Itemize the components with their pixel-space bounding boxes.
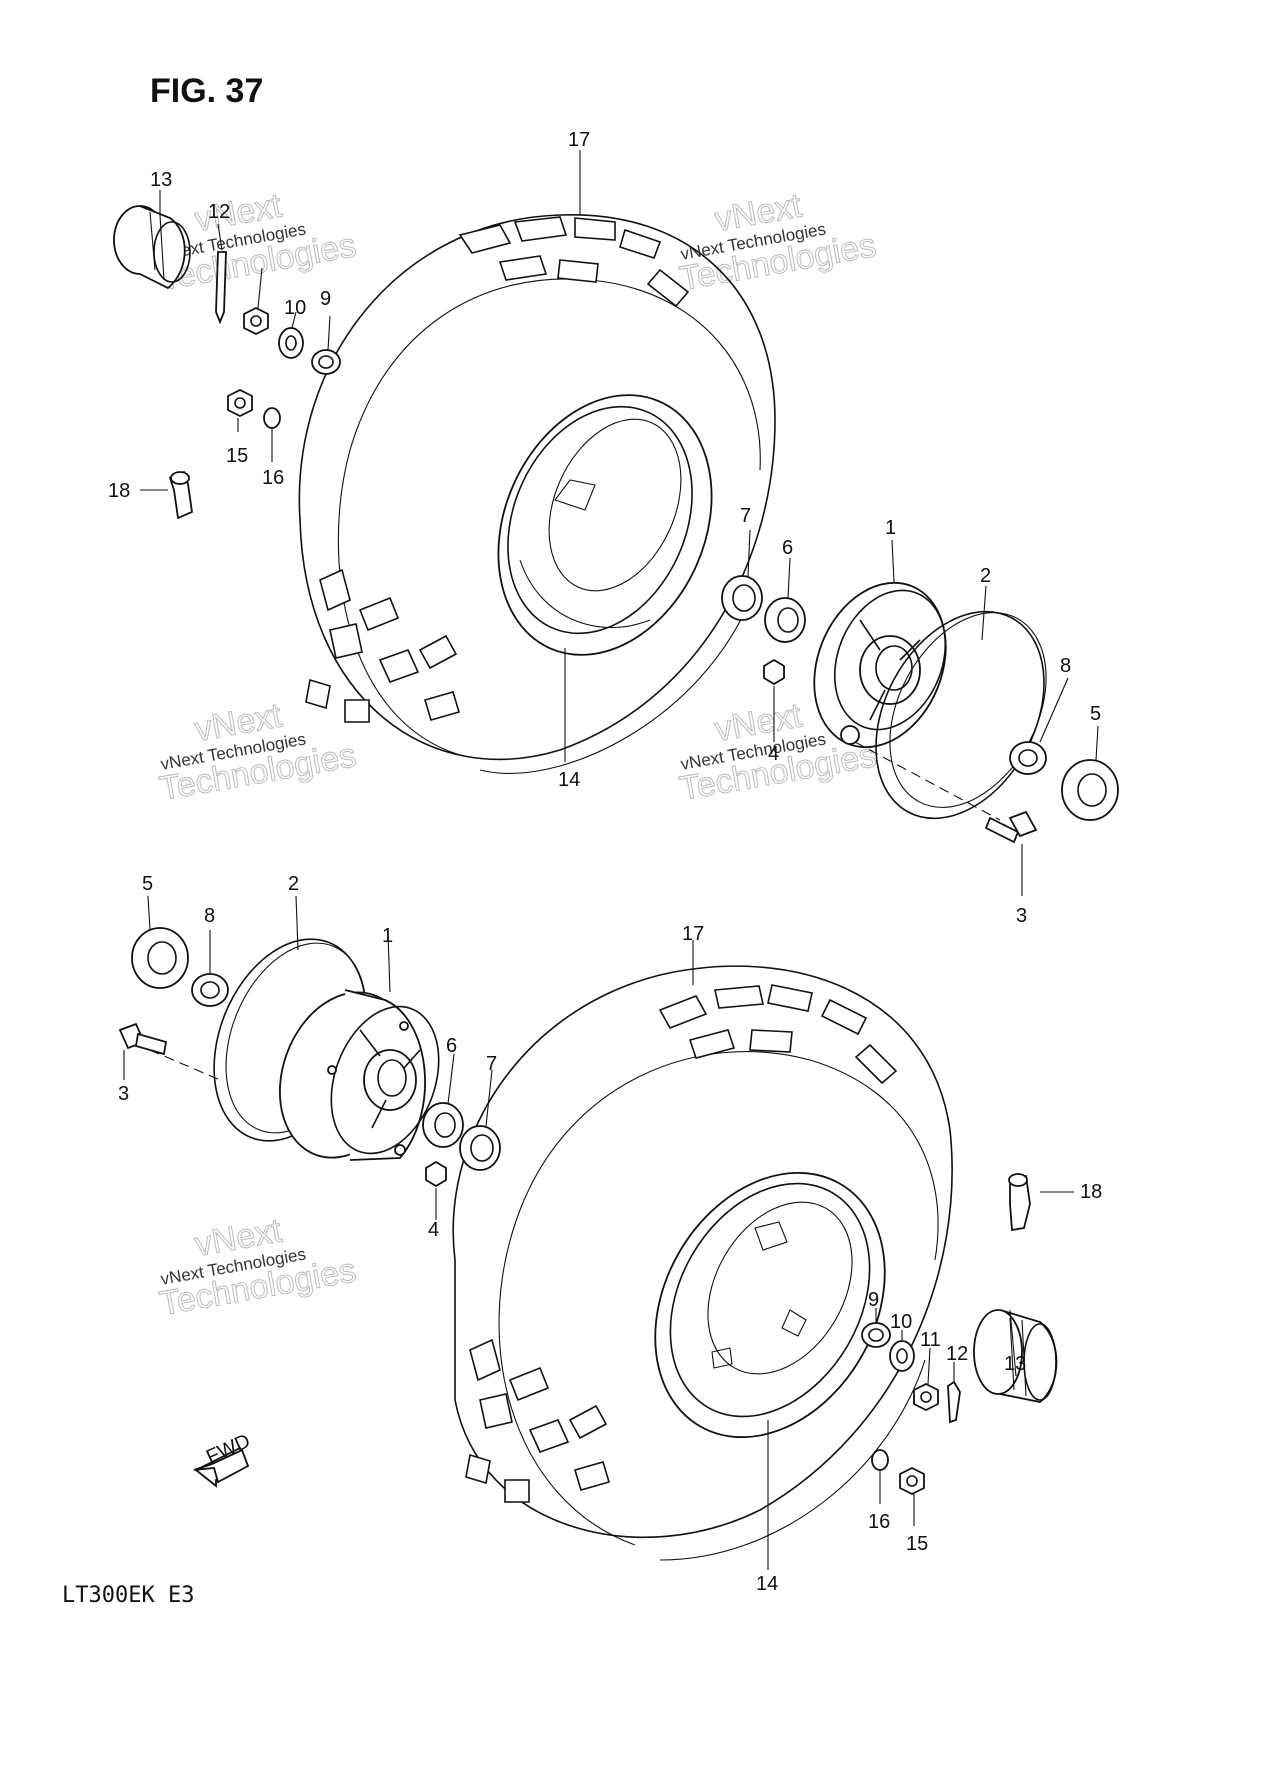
label-12: 12 [208, 201, 230, 223]
top-castle-nut [243, 306, 269, 336]
fwd-arrow: FWD [193, 1430, 254, 1488]
figure-title: FIG. 37 [150, 72, 263, 110]
model-code: LT300EK E3 [62, 1583, 194, 1608]
label-3: 3 [1016, 905, 1027, 927]
label-6: 6 [782, 537, 793, 559]
bottom-oil-seal [459, 1125, 501, 1171]
label-5: 5 [1090, 703, 1101, 725]
label-2: 2 [288, 873, 299, 895]
top-cotter-pin [215, 251, 227, 325]
label-14: 14 [558, 769, 580, 791]
watermark: vNext vNext Technologies Technologies [156, 1211, 359, 1324]
label-17: 17 [568, 129, 590, 151]
label-5: 5 [142, 873, 153, 895]
top-hub [813, 581, 947, 749]
top-hardware [113, 205, 1119, 844]
bottom-lock-washer [871, 1449, 889, 1471]
bottom-nut [899, 1466, 925, 1496]
top-oil-seal [721, 575, 763, 621]
bottom-cotter-pin [947, 1380, 961, 1424]
label-12: 12 [946, 1343, 968, 1365]
bottom-valve [1008, 1173, 1031, 1232]
label-6: 6 [446, 1035, 457, 1057]
label-14: 14 [756, 1573, 778, 1595]
top-labels: 17 13 12 10 9 15 16 18 7 6 1 2 8 5 4 14 … [108, 129, 1101, 927]
label-1: 1 [382, 925, 393, 947]
bottom-tire [452, 965, 953, 1561]
top-tire [298, 214, 776, 774]
top-bearing-inner [764, 597, 806, 643]
bottom-spacer [861, 1322, 891, 1348]
bottom-hub-nut [425, 1160, 447, 1188]
bottom-cap [973, 1309, 1058, 1403]
label-15: 15 [226, 445, 248, 467]
bottom-assembly: FWD 5 8 2 1 [118, 873, 1102, 1595]
top-washer [278, 327, 304, 359]
top-wheel-rim [497, 394, 713, 656]
label-13: 13 [1004, 1353, 1026, 1375]
label-18: 18 [108, 480, 130, 502]
label-8: 8 [1060, 655, 1071, 677]
label-7: 7 [486, 1053, 497, 1075]
top-valve [168, 470, 193, 520]
watermark: vNext vNext Technologies Technologies [676, 186, 879, 299]
label-7: 7 [740, 505, 751, 527]
label-11: 11 [920, 1329, 941, 1351]
bottom-spacer-8 [191, 973, 229, 1007]
bottom-castle-nut [913, 1382, 939, 1412]
top-nut [227, 388, 253, 418]
label-1: 1 [885, 517, 896, 539]
bottom-labels: 5 8 2 1 17 3 6 7 4 18 9 10 11 12 13 16 1… [118, 873, 1102, 1595]
label-9: 9 [320, 288, 331, 310]
top-leaders [140, 150, 1099, 896]
bottom-wheel-rim [654, 1171, 886, 1439]
top-cap [113, 205, 191, 290]
top-bearing-outer [1061, 759, 1119, 821]
label-15: 15 [906, 1533, 928, 1555]
label-16: 16 [262, 467, 284, 489]
top-assembly: 17 13 12 10 9 15 16 18 7 6 1 2 8 5 4 14 … [108, 129, 1119, 927]
label-8: 8 [204, 905, 215, 927]
bottom-bearing-outer [131, 927, 189, 989]
label-17: 17 [682, 923, 704, 945]
bottom-bolt [118, 1022, 168, 1056]
bottom-leaders [123, 895, 1074, 1570]
top-spacer-8 [1009, 741, 1047, 775]
bottom-bearing-inner [422, 1102, 464, 1148]
bottom-hardware: FWD [118, 927, 1058, 1496]
label-9: 9 [868, 1289, 879, 1311]
top-bolt [984, 810, 1038, 844]
top-hub-nut [763, 658, 785, 686]
label-2: 2 [980, 565, 991, 587]
label-4: 4 [768, 743, 779, 765]
label-16: 16 [868, 1511, 890, 1533]
top-lock-washer [263, 407, 281, 429]
label-18: 18 [1080, 1181, 1102, 1203]
top-spacer [311, 349, 341, 375]
label-3: 3 [118, 1083, 129, 1105]
label-10: 10 [890, 1311, 912, 1333]
bottom-hub [278, 989, 440, 1161]
label-13: 13 [150, 169, 172, 191]
label-10: 10 [284, 297, 306, 319]
bottom-washer [889, 1340, 915, 1372]
label-4: 4 [428, 1219, 439, 1241]
